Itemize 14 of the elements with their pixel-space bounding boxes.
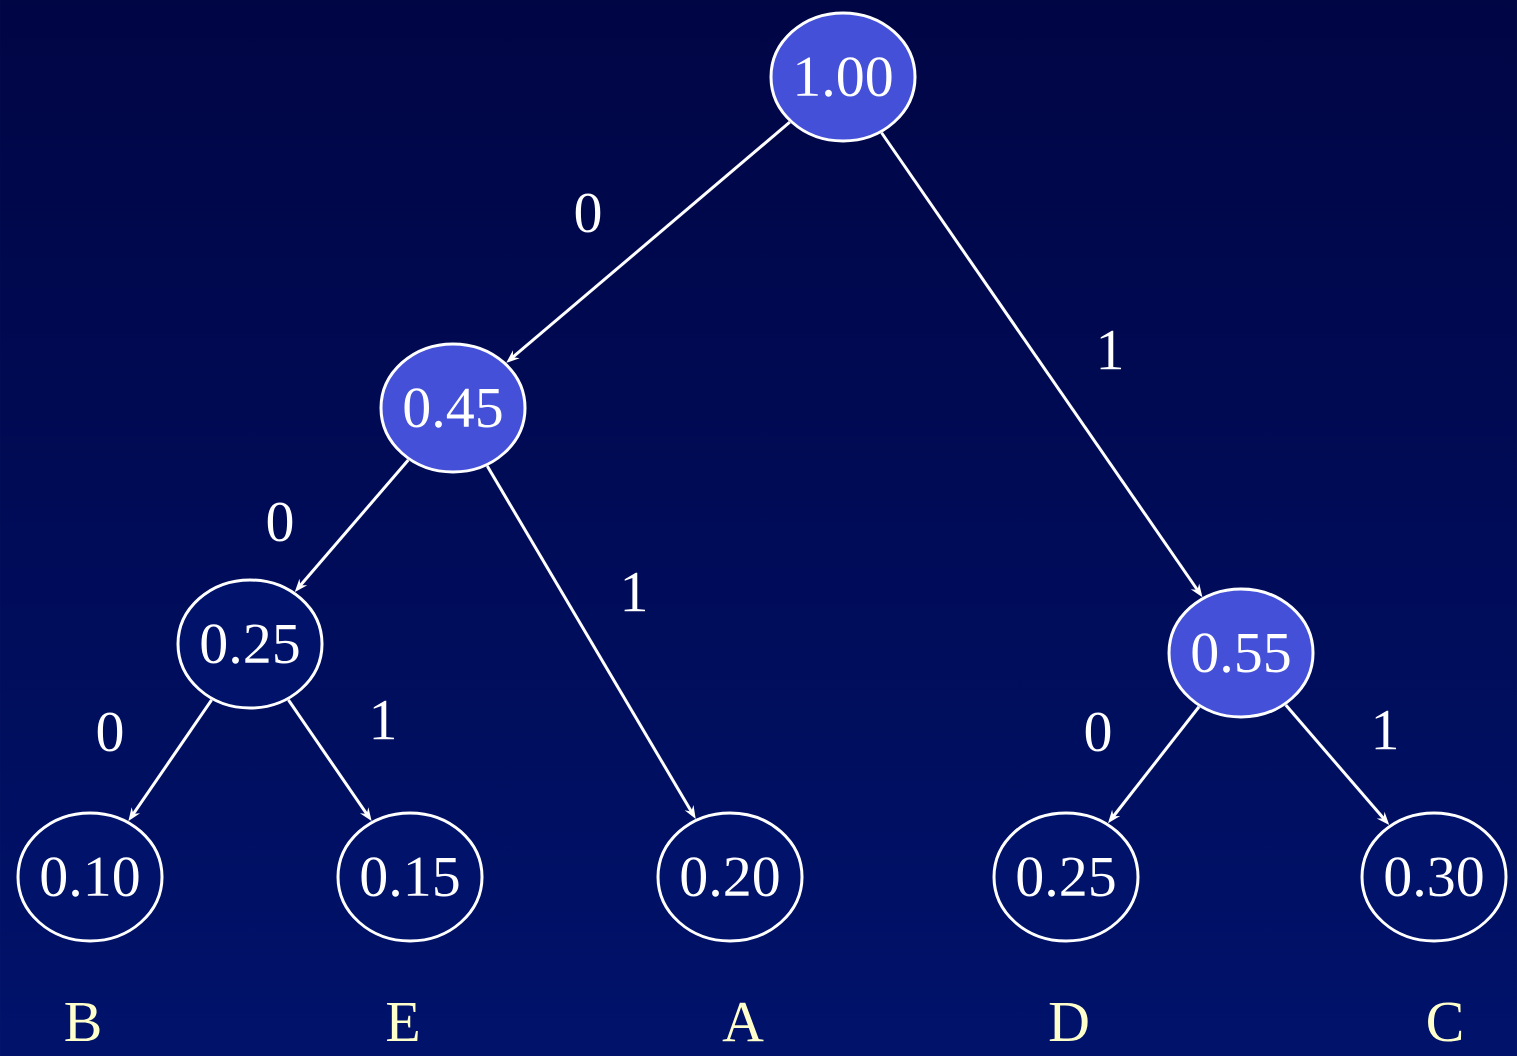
- edge-label: 0: [267, 502, 293, 542]
- leaf-letter: C: [1428, 1002, 1462, 1042]
- leaf-letter: E: [386, 1003, 418, 1041]
- node-label: 0.30: [1385, 857, 1483, 897]
- leaf-letter: B: [65, 1002, 100, 1042]
- edge-label: 1: [373, 700, 395, 740]
- edge-label: 0: [97, 712, 123, 752]
- edge-label: 0: [575, 193, 601, 233]
- leaf-letter: D: [1049, 1002, 1088, 1042]
- leaf-letter: A: [722, 1002, 764, 1042]
- edge-label: 1: [1100, 330, 1122, 370]
- edge-label: 1: [624, 572, 646, 612]
- edge-label: 0: [1085, 712, 1111, 752]
- edge-label: 1: [1375, 710, 1397, 750]
